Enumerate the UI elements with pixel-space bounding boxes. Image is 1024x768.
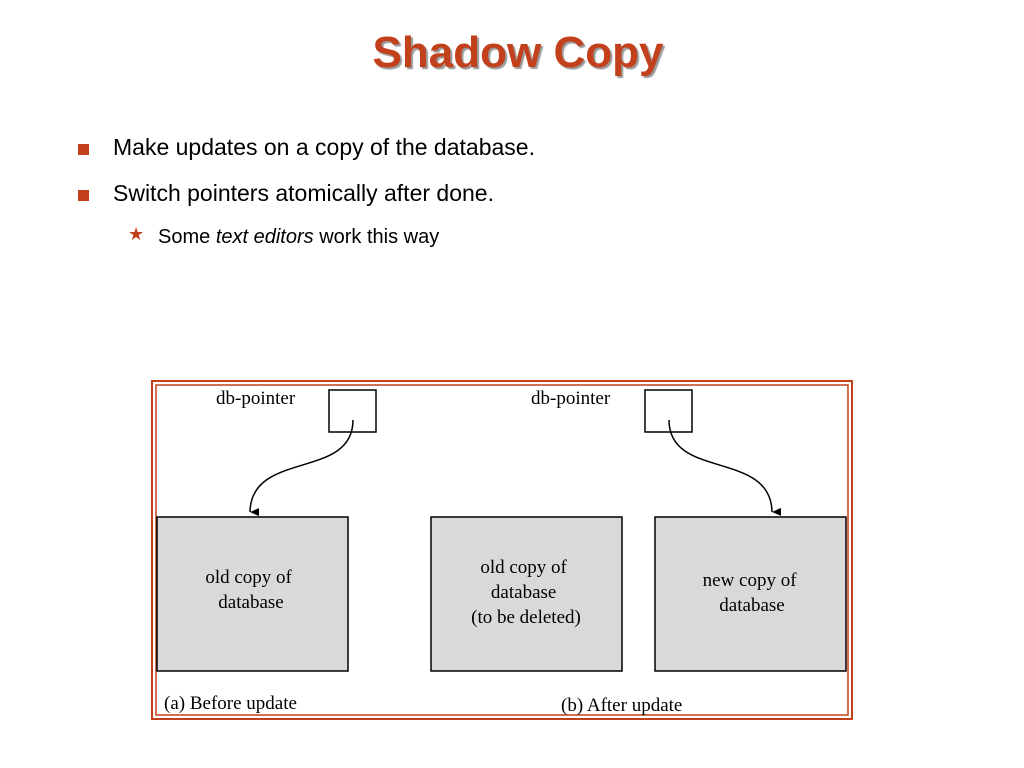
- sub-bullet-emphasis: text editors: [215, 226, 314, 248]
- box-line: database: [491, 582, 556, 603]
- bullet-item: Make updates on a copy of the database.: [78, 134, 535, 161]
- square-bullet-icon: [78, 190, 89, 201]
- caption-after-update: (b) After update: [561, 695, 682, 716]
- pointer-arrow-before: [249, 419, 354, 517]
- sub-bullet-text-after: work this way: [319, 226, 440, 248]
- box-line: old copy of: [480, 557, 567, 578]
- old-copy-box-before: [156, 516, 349, 672]
- figure-canvas: db-pointer old copy of database (a) Befo…: [151, 380, 853, 720]
- new-copy-box-after-label: new copy of database: [703, 570, 802, 616]
- db-pointer-box-after: [644, 389, 693, 433]
- box-line: database: [218, 592, 283, 613]
- old-copy-box-after-label: old copy of database (to be deleted): [471, 557, 581, 628]
- bullet-text: Make updates on a copy of the database.: [113, 134, 535, 160]
- old-copy-box-after: [430, 516, 623, 672]
- slide-title: Shadow Copy: [372, 28, 664, 77]
- old-copy-box-before-label: old copy of database: [205, 567, 296, 613]
- db-pointer-label-before: db-pointer: [216, 388, 296, 409]
- box-line: database: [719, 595, 784, 616]
- shadow-copy-figure: db-pointer old copy of database (a) Befo…: [151, 380, 853, 720]
- square-bullet-icon: [78, 144, 89, 155]
- figure-outer-frame: [151, 380, 853, 720]
- sub-bullet-item: ★ Some text editors work this way: [128, 224, 440, 249]
- sub-bullet-text-before: Some: [158, 226, 211, 248]
- bullet-item: Switch pointers atomically after done.: [78, 180, 494, 207]
- bullet-text: Switch pointers atomically after done.: [113, 180, 494, 206]
- box-line: new copy of: [703, 570, 798, 591]
- box-line: (to be deleted): [471, 607, 581, 628]
- db-pointer-label-after: db-pointer: [531, 388, 611, 409]
- star-bullet-icon: ★: [128, 224, 145, 245]
- caption-before-update: (a) Before update: [164, 693, 297, 714]
- new-copy-box-after: [654, 516, 847, 672]
- pointer-arrow-after: [668, 419, 782, 516]
- figure-inner-frame: [155, 384, 849, 716]
- box-line: old copy of: [205, 567, 292, 588]
